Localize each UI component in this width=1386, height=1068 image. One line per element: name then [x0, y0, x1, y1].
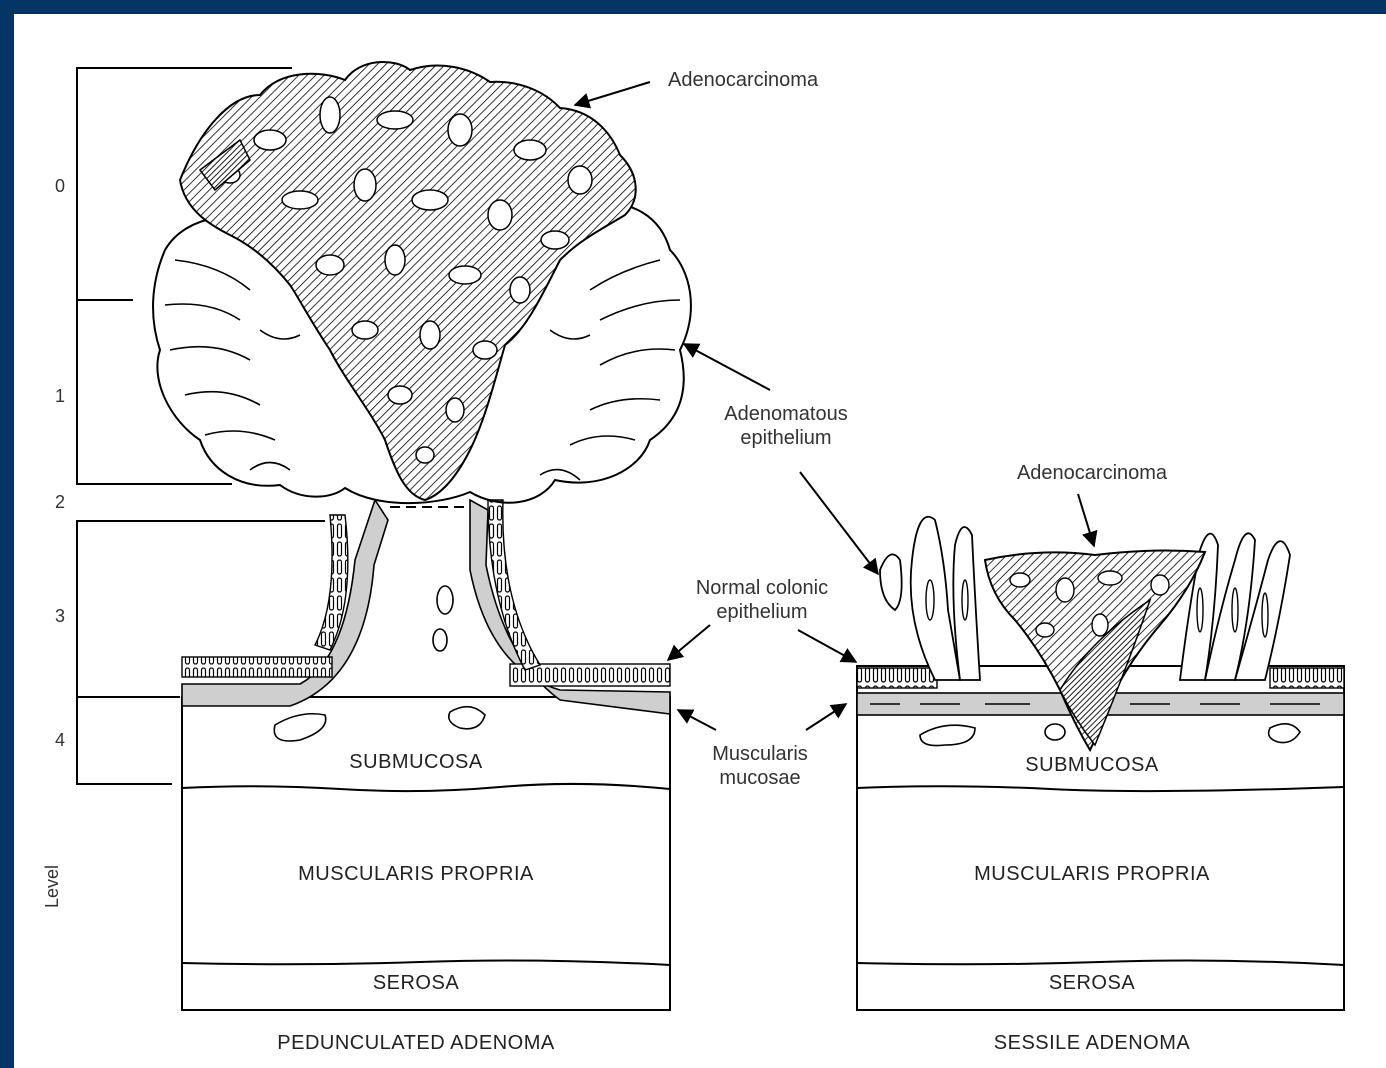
adenomatous-arrow-right: [800, 472, 878, 574]
adenocarcinoma-crown: [180, 62, 636, 500]
pedunculated-muscularis-propria-label: MUSCULARIS PROPRIA: [298, 863, 534, 885]
sessile-submucosal-structures: [920, 724, 1300, 746]
muscularis-mucosae-label-line1: Muscularis: [712, 743, 808, 765]
sessile-normal-epithelium-right: [1270, 668, 1344, 688]
pedunculated-adenoma: SUBMUCOSA MUSCULARIS PROPRIA SEROSA PEDU…: [153, 62, 691, 1054]
sessile-adenoma: SUBMUCOSA MUSCULARIS PROPRIA SEROSA SESS…: [857, 517, 1344, 1054]
pedunculated-serosa-label: SEROSA: [373, 972, 460, 994]
level-mark-2: 2: [55, 492, 65, 512]
adenomatous-label-line2: epithelium: [740, 427, 831, 449]
stalk-epithelium-right: [488, 500, 540, 670]
pedunculated-submucosa-boundary: [182, 784, 670, 791]
muscularis-mucosae-arrow-left: [678, 710, 716, 730]
normal-epithelium-arrow-right: [798, 630, 856, 662]
level-bracket-lower: [77, 521, 325, 784]
level-mark-3: 3: [55, 606, 65, 626]
sessile-muscularis-propria-label: MUSCULARIS PROPRIA: [974, 863, 1210, 885]
sessile-serosa-boundary: [857, 961, 1344, 965]
pedunculated-caption: PEDUNCULATED ADENOMA: [277, 1032, 555, 1054]
pedunculated-serosa-boundary: [182, 961, 670, 965]
level-axis-title: Level: [42, 865, 62, 908]
adenomatous-arrow-left: [684, 344, 770, 390]
diagram-panel: 0 1 2 3 4 Level: [14, 14, 1386, 1068]
pedunculated-wall: [182, 697, 670, 1010]
adenomatous-label-line1: Adenomatous: [724, 403, 847, 425]
normal-epithelium-label-line1: Normal colonic: [696, 577, 828, 599]
pedunculated-normal-epithelium-left: [182, 657, 332, 677]
adenocarcinoma-sessile-arrow: [1078, 494, 1094, 546]
adenocarcinoma-sessile-label: Adenocarcinoma: [1017, 462, 1168, 484]
muscularis-mucosae-arrow-right: [806, 704, 846, 730]
adenocarcinoma-top-label: Adenocarcinoma: [668, 69, 819, 91]
normal-epithelium-arrow-left: [668, 625, 710, 660]
sessile-serosa-label: SEROSA: [1049, 972, 1136, 994]
adenoma-diagram: 0 1 2 3 4 Level: [14, 14, 1386, 1068]
level-mark-4: 4: [55, 730, 65, 750]
adenocarcinoma-top-arrow: [575, 82, 650, 105]
sessile-submucosa-label: SUBMUCOSA: [1025, 754, 1159, 776]
sessile-caption: SESSILE ADENOMA: [994, 1032, 1191, 1054]
muscularis-mucosae-label-line2: mucosae: [719, 767, 800, 789]
level-mark-0: 0: [55, 176, 65, 196]
sessile-normal-epithelium-left: [857, 668, 937, 688]
normal-epithelium-label-line2: epithelium: [716, 601, 807, 623]
pedunculated-submucosa-label: SUBMUCOSA: [349, 751, 483, 773]
level-mark-1: 1: [55, 386, 65, 406]
sessile-submucosa-boundary: [857, 786, 1344, 791]
